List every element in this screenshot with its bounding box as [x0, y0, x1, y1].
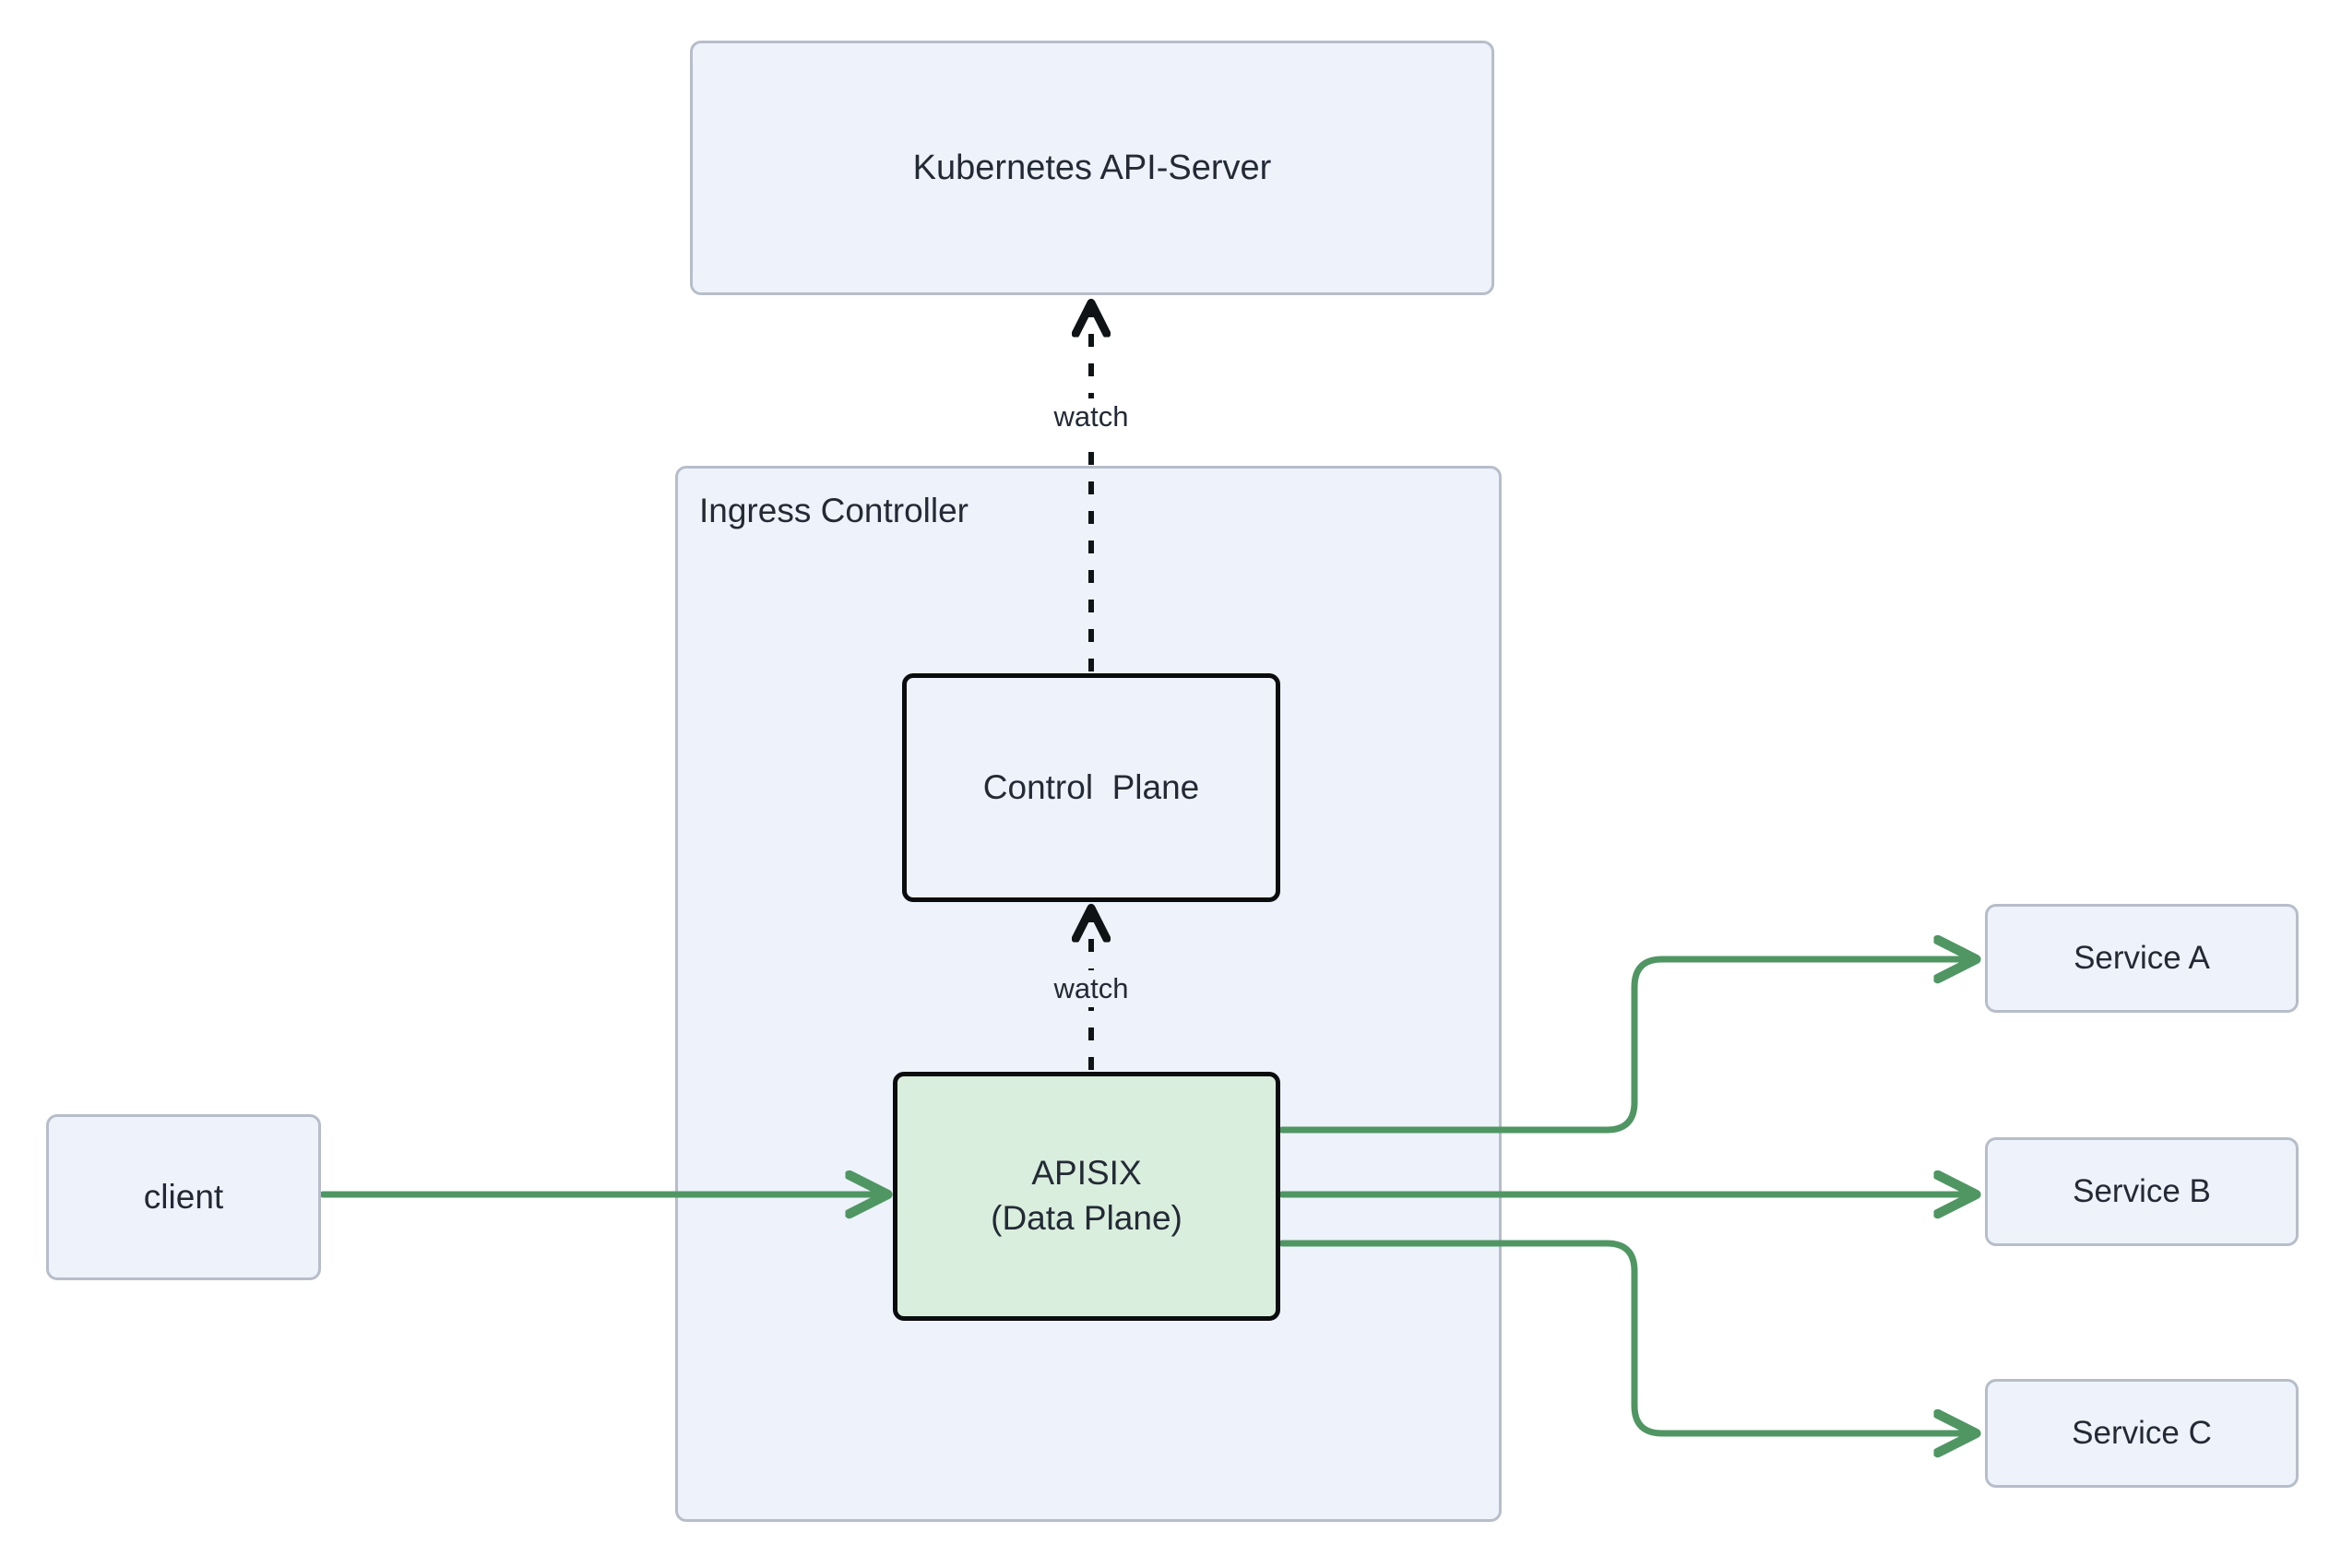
node-apisix-data-plane-label: APISIX (Data Plane) — [991, 1154, 1182, 1237]
node-service-b-label: Service B — [2073, 1172, 2211, 1209]
node-service-c-label: Service C — [2072, 1414, 2212, 1451]
node-service-c[interactable]: Service C — [1985, 1379, 2299, 1488]
node-service-b[interactable]: Service B — [1985, 1137, 2299, 1246]
edge-label-watch-upper: watch — [1045, 398, 1137, 435]
node-client-label: client — [143, 1177, 224, 1216]
node-kubernetes-api-server-label: Kubernetes API-Server — [912, 148, 1272, 187]
node-apisix-data-plane[interactable]: APISIX (Data Plane) — [893, 1072, 1280, 1321]
node-control-plane[interactable]: Control Plane — [902, 673, 1280, 902]
node-service-a-label: Service A — [2074, 939, 2210, 976]
node-kubernetes-api-server[interactable]: Kubernetes API-Server — [690, 41, 1494, 295]
edge-label-watch-lower: watch — [1045, 970, 1137, 1007]
node-service-a[interactable]: Service A — [1985, 904, 2299, 1013]
container-ingress-controller-label: Ingress Controller — [699, 492, 969, 529]
node-client[interactable]: client — [46, 1114, 321, 1280]
node-control-plane-label: Control Plane — [982, 767, 1200, 806]
